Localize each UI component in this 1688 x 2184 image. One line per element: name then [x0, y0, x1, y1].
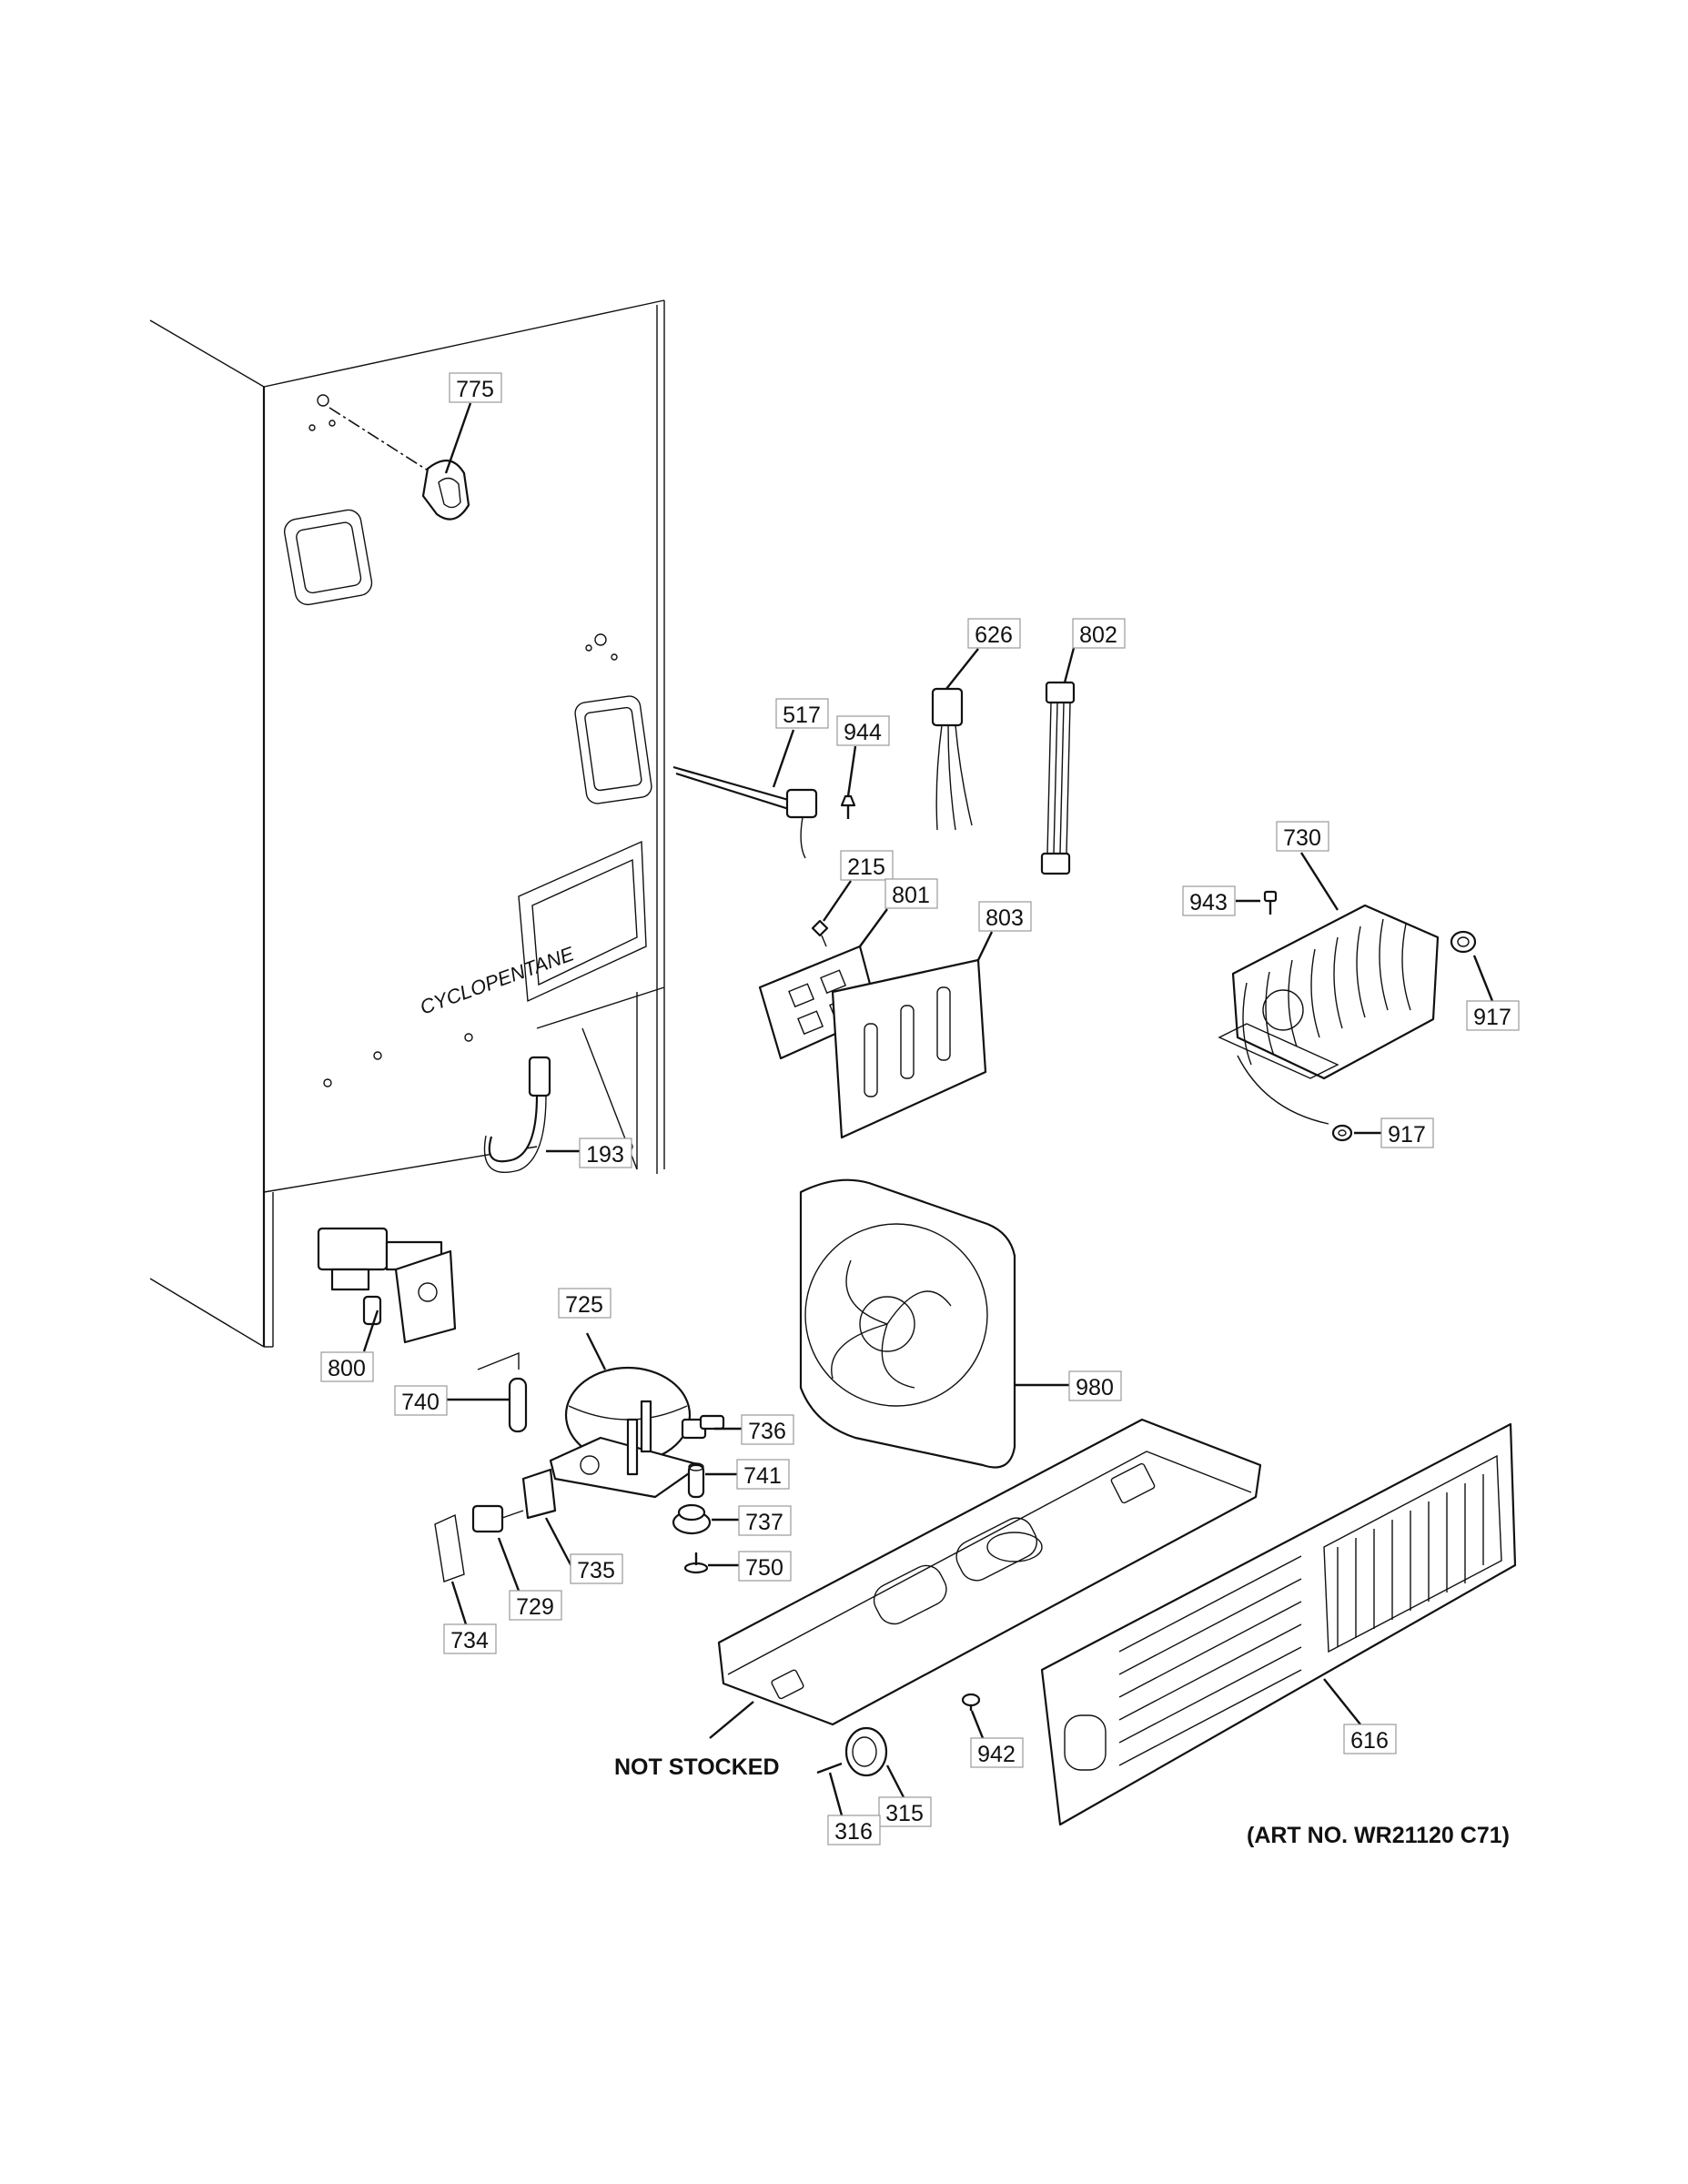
callout-736: 736	[741, 1414, 794, 1445]
callout-735: 735	[570, 1553, 623, 1584]
svg-text:741: 741	[743, 1463, 782, 1489]
svg-text:215: 215	[847, 854, 885, 880]
part-725-compressor	[549, 1366, 702, 1499]
part-315-wheel	[844, 1726, 888, 1777]
svg-text:729: 729	[516, 1594, 554, 1620]
svg-text:626: 626	[975, 622, 1013, 648]
callout-725: 725	[558, 1288, 612, 1319]
part-980-fan	[799, 1178, 1016, 1469]
callout-775: 775	[449, 372, 502, 403]
callout-801: 801	[884, 878, 938, 909]
part-775-bracket	[329, 407, 470, 521]
callout-517: 517	[775, 698, 829, 729]
callout-729: 729	[509, 1590, 562, 1621]
part-735-relay	[521, 1468, 557, 1520]
callout-980: 980	[1068, 1370, 1122, 1401]
callout-741: 741	[736, 1459, 790, 1490]
svg-text:740: 740	[401, 1390, 440, 1415]
svg-text:730: 730	[1283, 825, 1321, 851]
callout-740: 740	[394, 1385, 448, 1416]
part-729-overload	[471, 1504, 524, 1533]
callout-802: 802	[1072, 618, 1126, 649]
svg-text:193: 193	[586, 1142, 624, 1168]
callout-737: 737	[738, 1505, 792, 1536]
part-616-access-cover	[1040, 1422, 1517, 1826]
svg-text:775: 775	[456, 377, 494, 402]
svg-text:734: 734	[450, 1628, 489, 1653]
svg-text:737: 737	[745, 1510, 783, 1535]
svg-text:944: 944	[844, 720, 882, 745]
svg-text:735: 735	[577, 1558, 615, 1583]
cabinet-label: CYCLOPENTANE	[417, 942, 577, 1019]
callout-750: 750	[738, 1551, 792, 1582]
part-730-evaporator	[1218, 904, 1440, 1125]
svg-text:980: 980	[1076, 1375, 1114, 1400]
part-802-harness	[1040, 681, 1076, 875]
svg-text:800: 800	[328, 1356, 366, 1381]
svg-text:917: 917	[1473, 1005, 1511, 1030]
svg-text:917: 917	[1388, 1122, 1426, 1148]
part-737-grommet	[672, 1503, 712, 1535]
callout-942: 942	[970, 1737, 1024, 1768]
callout-616: 616	[1343, 1724, 1397, 1754]
leader-lines	[362, 402, 1494, 1816]
svg-text:517: 517	[783, 703, 821, 728]
callout-943: 943	[1182, 885, 1236, 916]
svg-text:616: 616	[1350, 1728, 1389, 1754]
callout-944: 944	[836, 715, 890, 746]
part-736-clip	[681, 1414, 725, 1440]
svg-text:943: 943	[1189, 890, 1228, 915]
callout-730: 730	[1276, 821, 1329, 852]
callout-917-lower: 917	[1380, 1117, 1434, 1148]
svg-text:803: 803	[986, 905, 1024, 931]
part-517-sensor	[672, 765, 818, 859]
part-803-plate	[831, 958, 987, 1139]
part-943-screw	[1263, 890, 1278, 915]
callout-626: 626	[967, 618, 1021, 649]
part-800-valve	[317, 1227, 457, 1344]
not-stocked-label: NOT STOCKED	[614, 1754, 780, 1780]
base-pan-not-stocked	[717, 1418, 1262, 1726]
callout-917-upper: 917	[1466, 1000, 1520, 1031]
part-942-screw	[961, 1693, 981, 1711]
part-944-screw	[840, 794, 856, 819]
callout-800: 800	[320, 1351, 374, 1382]
part-917-grommet-lower	[1331, 1124, 1353, 1142]
part-316-axle	[816, 1762, 843, 1774]
part-917-grommet-upper	[1450, 930, 1477, 954]
part-750-pin	[683, 1552, 709, 1574]
callout-803: 803	[978, 901, 1032, 932]
svg-text:315: 315	[885, 1801, 924, 1826]
svg-text:736: 736	[748, 1419, 786, 1444]
svg-text:942: 942	[977, 1742, 1016, 1767]
callout-215: 215	[840, 850, 894, 881]
part-215-clip	[811, 919, 829, 947]
callout-734: 734	[443, 1623, 497, 1654]
svg-text:316: 316	[834, 1819, 873, 1845]
callout-193: 193	[579, 1138, 632, 1168]
callout-315: 315	[878, 1796, 932, 1827]
part-734-cover	[434, 1513, 465, 1582]
part-740-dryer	[477, 1351, 528, 1433]
part-193-tube	[483, 1056, 551, 1174]
part-741-sleeve	[687, 1462, 705, 1499]
callout-316: 316	[827, 1815, 881, 1845]
svg-text:750: 750	[745, 1555, 783, 1581]
svg-text:725: 725	[565, 1292, 603, 1318]
svg-text:802: 802	[1079, 622, 1117, 648]
part-626-harness	[931, 687, 973, 831]
art-number-label: (ART NO. WR21120 C71)	[1247, 1823, 1510, 1848]
svg-text:801: 801	[892, 883, 930, 908]
